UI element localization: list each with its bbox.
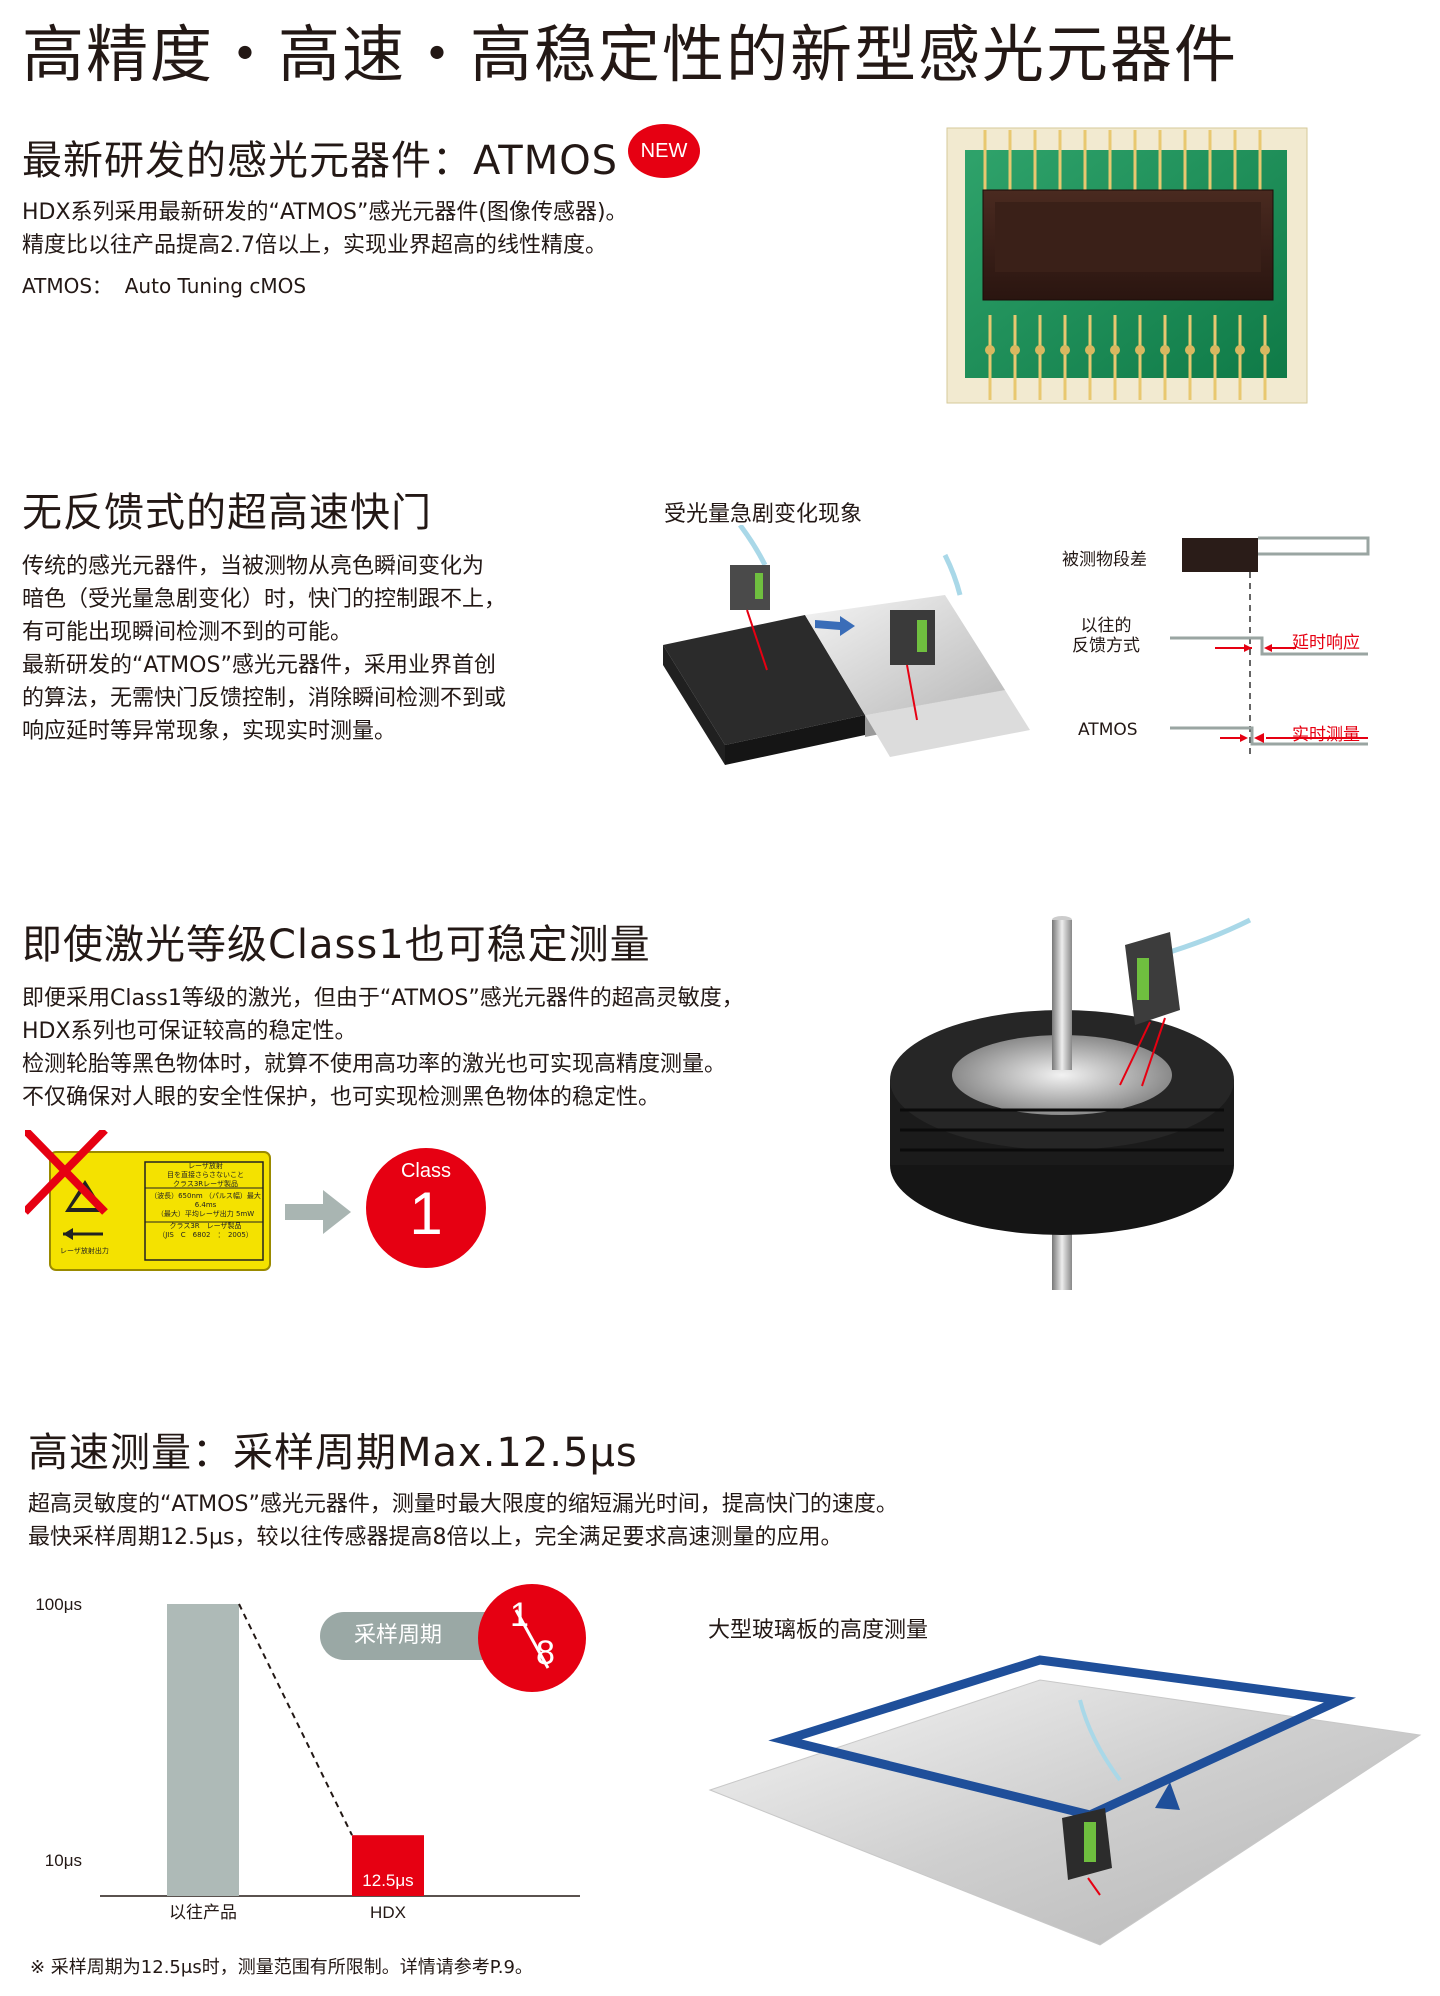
arrow-right-icon [285,1190,351,1234]
class3r-laser-label [25,1130,271,1271]
page-title: 高精度・高速・高稳定性的新型感光元器件 [22,18,1239,91]
sampling-footnote: ※ 采样周期为12.5μs时，测量范围有所限制。详情请参考P.9。 [30,1957,533,1978]
realtime-measure-label: 实时测量 [1292,725,1360,745]
new-badge: NEW [628,124,700,178]
section-class1-title: 即使激光等级Class1也可稳定测量 [22,922,651,968]
bar-hdx [352,1835,424,1896]
section-sampling-body: 超高灵敏度的“ATMOS”感光元器件，测量时最大限度的缩短漏光时间，提高快门的速… [28,1492,898,1550]
section-atmos-body: HDX系列采用最新研发的“ATMOS”感光元器件(图像传感器)。 精度比以往产品… [22,200,628,258]
xtick-hdx: HDX [370,1903,406,1922]
timing-row-step-label: 被测物段差 [1062,550,1147,570]
bar-hdx-value-label: 12.5μs [362,1871,413,1890]
timing-row-atmos-label: ATMOS [1078,720,1138,740]
section-atmos-title: 最新研发的感光元器件：ATMOS [22,138,619,184]
class-number: 1 [409,1180,443,1247]
one-eighth-badge: 1 8 [478,1584,586,1692]
glass-plate-illustration [708,1655,1422,1946]
ytick-10us: 10μs [45,1851,82,1870]
delay-response-label: 延时响应 [1292,633,1360,653]
light-change-illustration [663,525,1030,765]
class-text: Class [400,1160,451,1182]
bar-previous [167,1604,239,1896]
ytick-100us: 100μs [35,1595,82,1614]
glass-plate-figure-title: 大型玻璃板的高度测量 [708,1618,929,1643]
light-change-figure-title: 受光量急剧变化现象 [664,502,863,527]
laser-label-text: レーザ放射 目を直接さらさないこと クラス3Rレーザ製品 （波長）650nm （… [150,1162,261,1239]
timing-row-feedback-label: 以往的 反馈方式 [1072,616,1140,656]
fraction-denominator: 8 [536,1634,555,1672]
atmos-chip-image [946,127,1308,404]
fraction-numerator: 1 [510,1596,529,1634]
section-sampling-title: 高速测量：采样周期Max.12.5μs [28,1430,638,1476]
atmos-definition: ATMOS： Auto Tuning cMOS [22,274,307,298]
fraction-slash [514,1609,550,1669]
tire-measurement-illustration [890,916,1252,1290]
laser-output-label: レーザ放射出力 [60,1247,109,1255]
section-class1-body: 即便采用Class1等级的激光，但由于“ATMOS”感光元器件的超高灵敏度， H… [22,986,744,1110]
section-shutter-title: 无反馈式的超高速快门 [22,490,432,536]
class1-badge: Class 1 [366,1148,486,1268]
xtick-previous: 以往产品 [169,1903,237,1923]
sampling-period-chart: 100μs 10μs 12.5μs 以往产品 HDX [35,1595,580,1923]
section-shutter-body: 传统的感光元器件，当被测物从亮色瞬间变化为 暗色（受光量急剧变化）时，快门的控制… [22,554,507,744]
timing-diagram [1170,536,1370,758]
reduction-dashed-line [238,1603,353,1836]
